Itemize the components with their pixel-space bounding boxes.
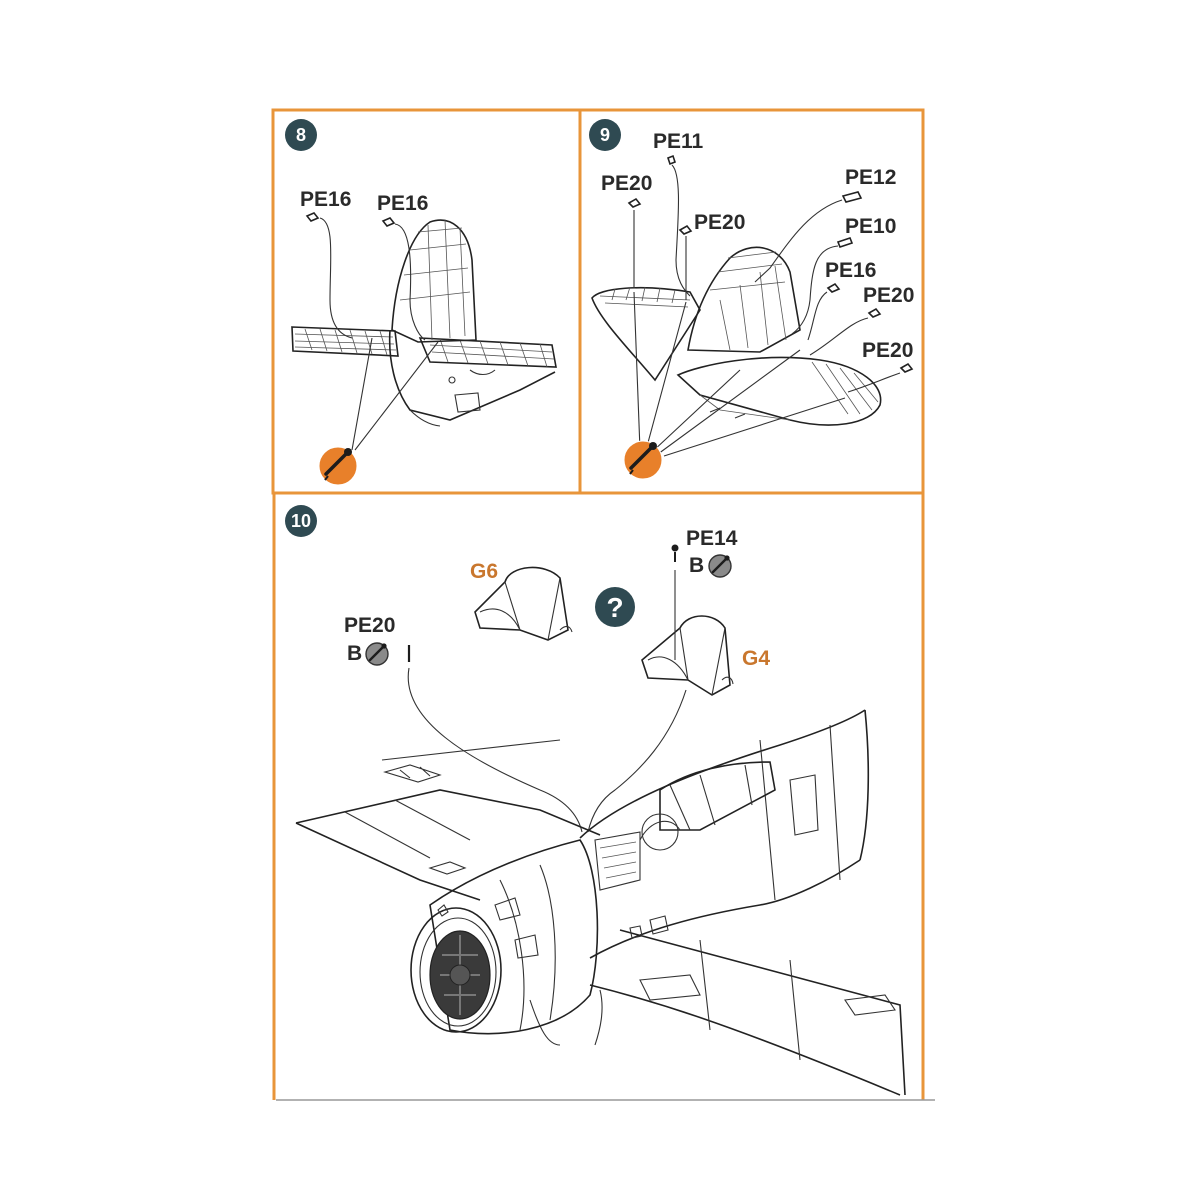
step-10-number: 10 — [291, 511, 311, 531]
step-9-number: 9 — [600, 125, 610, 145]
paint-gray-icon — [708, 554, 732, 578]
step-10-frame — [272, 491, 925, 1100]
paint-gray-icon — [365, 642, 389, 666]
pe16-label: PE16 — [825, 259, 876, 282]
step-8-frame — [271, 108, 582, 495]
pe10-label: PE10 — [845, 215, 896, 238]
step-9-tail-drawing — [591, 246, 882, 426]
pe16-leader-right — [394, 223, 426, 341]
g6-label: G6 — [470, 560, 498, 583]
step-9-leader-lines — [633, 164, 901, 457]
pe20-label-b: PE20 — [694, 211, 745, 234]
step-8-tailplane-drawing — [291, 219, 557, 427]
step-10: 10 ? G6 G4 PE14 B — [285, 505, 906, 1096]
glue-icon — [623, 440, 663, 480]
pe20-label-c: PE20 — [863, 284, 914, 307]
step-badge-circle — [589, 119, 621, 151]
pe14-variant-label: B — [689, 554, 704, 577]
pe14-part-icon — [671, 544, 679, 562]
question-icon: ? — [595, 587, 635, 627]
pe20-label-a: PE20 — [601, 172, 652, 195]
step-10-badge: 10 — [285, 505, 317, 537]
pe20-leader — [407, 667, 583, 833]
step-10-aircraft-drawing — [295, 709, 906, 1096]
etched-part-icons — [627, 154, 914, 373]
step-8-number: 8 — [296, 125, 306, 145]
pe12-label: PE12 — [845, 166, 896, 189]
glue-icon — [318, 446, 358, 486]
step-badge-circle — [285, 505, 317, 537]
pe20-variant-label: B — [347, 642, 362, 665]
step-9-badge: 9 — [589, 119, 621, 151]
step-badge-circle — [285, 119, 317, 151]
g4-label: G4 — [742, 647, 770, 670]
pe16-part-icon — [305, 212, 396, 227]
pe16-label-left: PE16 — [300, 188, 351, 211]
g4-leader — [587, 689, 687, 833]
glue-leaders-8 — [351, 337, 439, 451]
g4-part-drawing — [641, 615, 734, 696]
step-8: 8 PE16 PE16 — [285, 119, 557, 486]
question-mark: ? — [606, 592, 623, 623]
pe11-label: PE11 — [653, 130, 704, 153]
panel-frames — [271, 108, 935, 1101]
pe20-label: PE20 — [344, 614, 395, 637]
pe16-leader-left — [319, 217, 353, 339]
pe16-label-right: PE16 — [377, 192, 428, 215]
step-8-badge: 8 — [285, 119, 317, 151]
pe14-label: PE14 — [686, 527, 738, 550]
step-9: 9 PE11 PE20 PE20 PE12 PE10 PE16 PE20 PE2… — [589, 119, 914, 480]
pe20-label-d: PE20 — [862, 339, 913, 362]
g6-part-drawing — [474, 566, 573, 641]
